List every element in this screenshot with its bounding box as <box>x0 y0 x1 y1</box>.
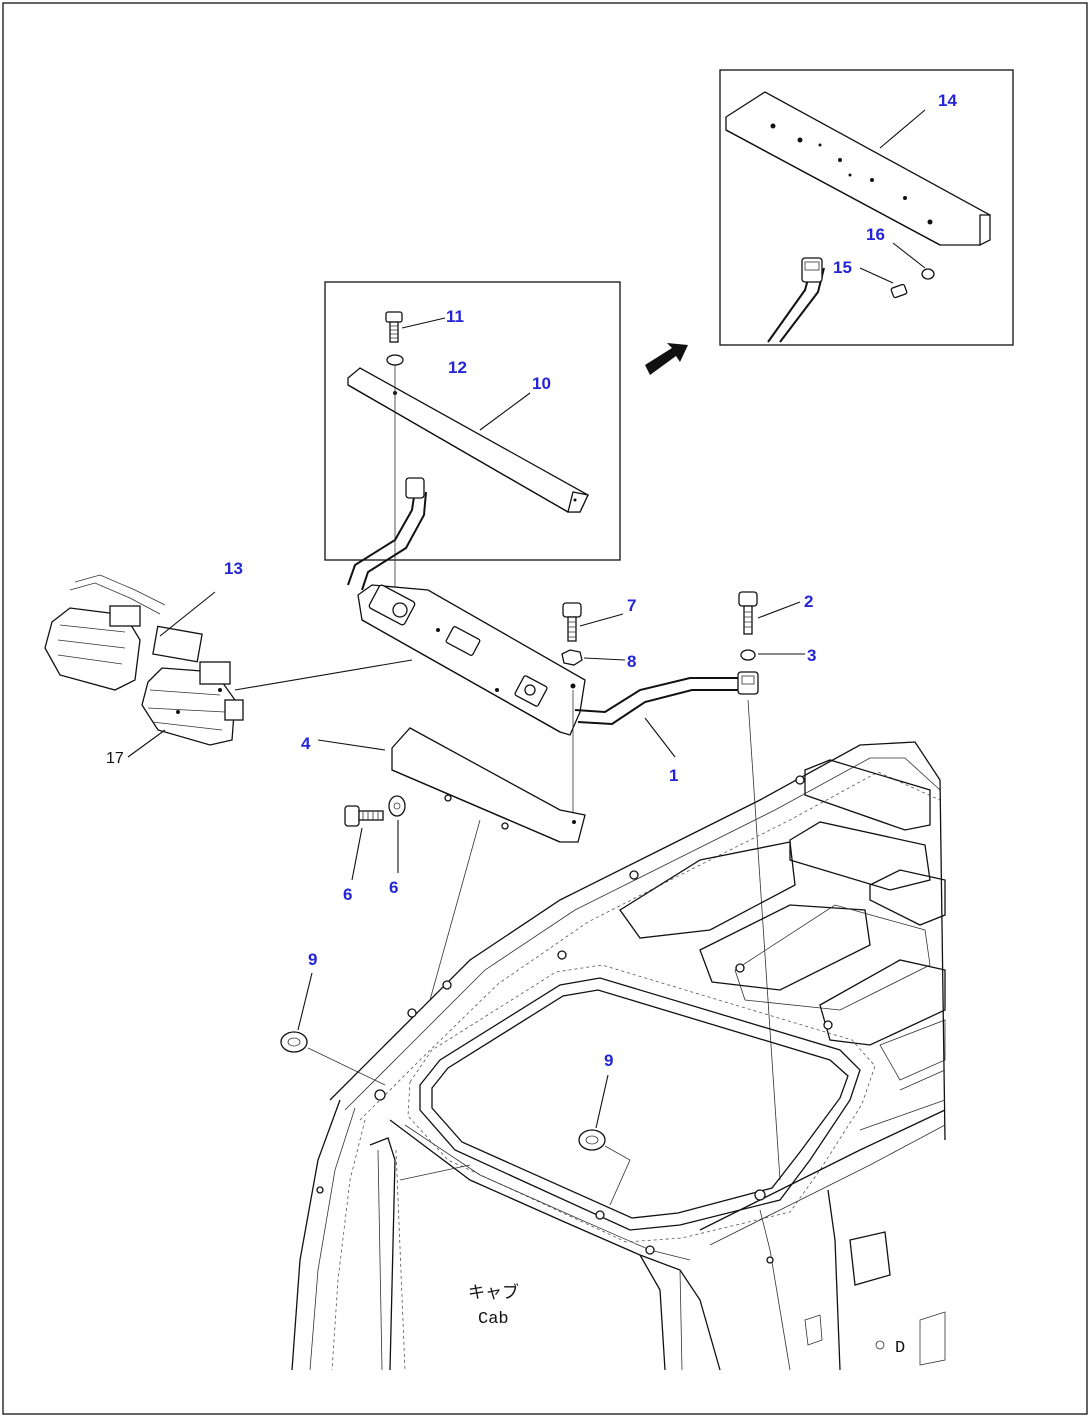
leader-8 <box>583 657 626 661</box>
callout-14: 14 <box>938 91 957 110</box>
nut-8 <box>561 649 583 666</box>
lamp-mounting-plate <box>357 584 586 736</box>
callout-12: 12 <box>448 358 467 377</box>
bolt-7 <box>562 602 582 642</box>
grommet-9-right-hole <box>585 1135 599 1145</box>
detail-view-box-right <box>719 69 1014 346</box>
callout-3: 3 <box>807 646 816 665</box>
work-lamps <box>44 574 244 746</box>
bracket-4 <box>391 727 586 843</box>
callout-8: 8 <box>627 652 636 671</box>
leader-6a <box>351 827 363 881</box>
grommet-9-left-hole <box>287 1037 301 1047</box>
leader-lamp-plate <box>234 659 413 691</box>
callout-6-washer: 6 <box>389 878 398 897</box>
assembly-line-bracket <box>429 819 481 1001</box>
leader-1 <box>644 717 676 758</box>
callout-4: 4 <box>301 734 311 753</box>
callout-6-bolt: 6 <box>343 885 352 904</box>
cab-roof-structure <box>291 741 946 1371</box>
callout-17: 17 <box>106 750 124 767</box>
leader-7 <box>579 613 624 627</box>
leader-13 <box>159 591 216 637</box>
leader-4 <box>317 739 386 751</box>
leader-2 <box>757 601 801 619</box>
washer-6 <box>388 795 406 817</box>
callout-7: 7 <box>627 596 636 615</box>
callout-10: 10 <box>532 374 551 393</box>
cab-corner-mark: D <box>895 1339 905 1358</box>
bolt-2 <box>738 591 758 635</box>
callout-1: 1 <box>669 766 678 785</box>
leader-9b <box>595 1074 609 1129</box>
grommet-9-left-line <box>307 1047 386 1086</box>
callout-16: 16 <box>866 225 885 244</box>
callout-15: 15 <box>833 258 852 277</box>
grommet-9-left <box>280 1031 308 1053</box>
cab-label-english: Cab <box>478 1310 509 1329</box>
callout-9-right: 9 <box>604 1051 613 1070</box>
leader-17 <box>127 729 166 758</box>
assembly-line-pipe <box>747 699 781 1181</box>
bolt-6 <box>344 805 384 827</box>
leader-9a <box>297 972 313 1031</box>
callout-11: 11 <box>446 307 464 326</box>
washer-6-hole <box>393 802 401 810</box>
washer-3 <box>740 649 756 661</box>
grommet-9-right <box>578 1129 606 1151</box>
view-direction-arrow-icon <box>645 343 688 375</box>
callout-9-left: 9 <box>308 950 317 969</box>
grommet-9-right-line <box>604 1145 631 1206</box>
detail-view-box-center <box>324 281 621 600</box>
pipe-assembly <box>574 671 759 726</box>
callout-2: 2 <box>804 592 813 611</box>
callout-13: 13 <box>224 559 243 578</box>
cab-label-japanese: キャブ <box>468 1282 519 1303</box>
